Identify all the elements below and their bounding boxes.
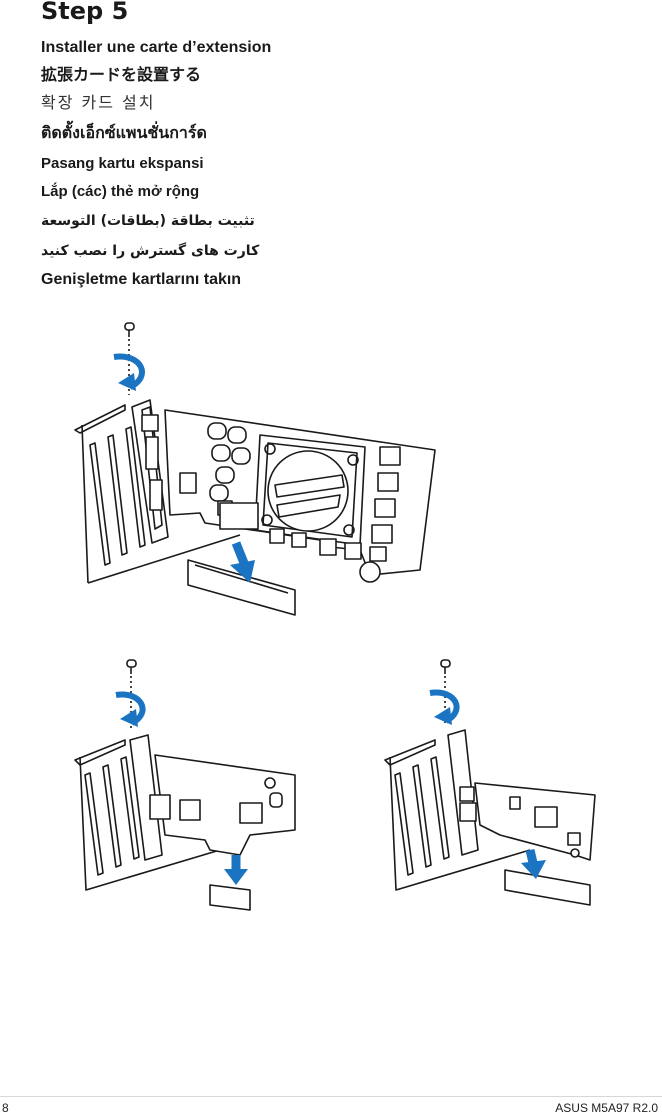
figure-graphics-card [74, 322, 436, 616]
page-number: 8 [2, 1101, 9, 1115]
caption-turkish: Genişletme kartlarını takın [41, 271, 242, 288]
caption-japanese: 拡張カードを設置する [41, 65, 202, 84]
caption-thai: ติดตั้งเอ็กซ์แพนชั่นการ์ด [41, 123, 207, 142]
figure-expansion-card-long-slot [384, 659, 596, 906]
caption-korean: 확장 카드 설치 [41, 93, 156, 112]
caption-persian: کارت های گسترش را نصب کنید [41, 243, 260, 259]
step-title: Step 5 [41, 0, 129, 25]
document-code: ASUS M5A97 R2.0 [555, 1101, 658, 1115]
footer-divider [0, 1096, 662, 1097]
caption-list: Installer une carte d’extension 拡張カードを設置… [41, 36, 641, 294]
figure-low-profile-card [74, 659, 296, 911]
caption-indonesian: Pasang kartu ekspansi [41, 155, 204, 172]
caption-french: Installer une carte d’extension [41, 39, 272, 56]
caption-arabic: تثبيت بطاقة (بطاقات) التوسعة [41, 213, 255, 229]
caption-vietnamese: Lắp (các) thẻ mở rộng [41, 183, 200, 200]
